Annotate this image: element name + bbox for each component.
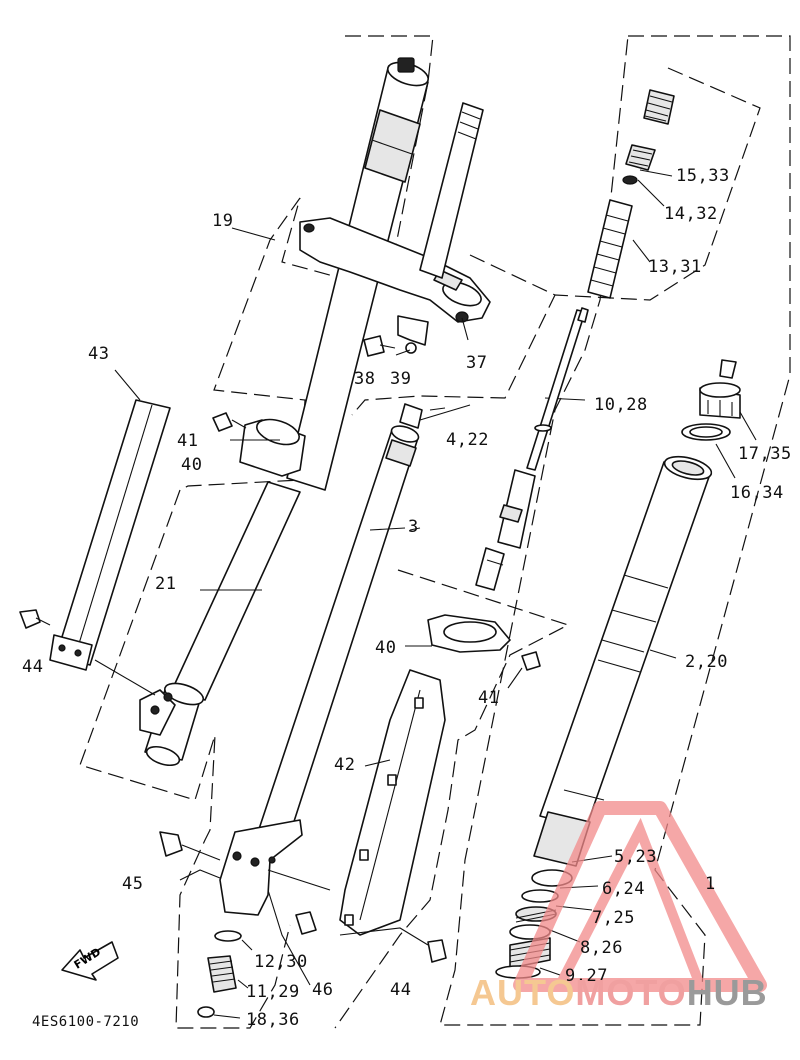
leader-lines-center: [364, 397, 586, 767]
boundary-damper: [554, 67, 761, 301]
callout-6-24: 6,24: [602, 879, 645, 899]
callout-44-right: 44: [390, 980, 412, 1000]
fork-guard-left: [19, 399, 171, 671]
pinch-bolt-group: [363, 315, 429, 357]
callout-1: 1: [705, 874, 716, 894]
callout-21: 21: [155, 574, 177, 594]
watermark-hub: HUB: [686, 972, 768, 1013]
callout-5-23: 5,23: [614, 847, 657, 867]
steering-stem: [419, 102, 484, 279]
callout-37: 37: [466, 353, 488, 373]
callout-40-left: 40: [181, 455, 203, 475]
callout-9-27: 9,27: [565, 966, 608, 986]
center-clamp: [405, 614, 541, 689]
callout-42: 42: [334, 755, 356, 775]
leader-lines-left: [94, 227, 469, 881]
callout-41-center: 41: [478, 688, 500, 708]
callout-4-22: 4,22: [446, 430, 489, 450]
damper-rod: [475, 307, 589, 591]
callout-44-left: 44: [22, 657, 44, 677]
callout-11-29: 11,29: [246, 982, 300, 1002]
watermark-text: AUTOMOTOHUB: [470, 972, 768, 1014]
callout-38: 38: [354, 369, 376, 389]
callout-7-25: 7,25: [592, 908, 635, 928]
callout-19: 19: [212, 211, 234, 231]
callout-3: 3: [408, 517, 419, 537]
inner-tube-upper: [286, 57, 430, 491]
callout-15-33: 15,33: [676, 166, 730, 186]
callout-39: 39: [390, 369, 412, 389]
callout-8-26: 8,26: [580, 938, 623, 958]
callout-16-34: 16,34: [730, 483, 784, 503]
fwd-arrow: [61, 941, 119, 981]
callout-18-36: 18,36: [246, 1010, 300, 1030]
watermark-moto: MOTO: [575, 972, 687, 1013]
boundary-clamp: [351, 254, 556, 416]
watermark-logo-shape: [513, 801, 767, 992]
callout-43: 43: [88, 344, 110, 364]
callout-40-center: 40: [375, 638, 397, 658]
callout-45: 45: [122, 874, 144, 894]
inner-tube-lower: [139, 481, 301, 767]
callout-46: 46: [312, 980, 334, 1000]
callout-2-20: 2,20: [685, 652, 728, 672]
callout-14-32: 14,32: [664, 204, 718, 224]
boundary-outer-tube: [439, 35, 791, 1026]
damper-spring-group: [587, 89, 675, 299]
watermark-auto: AUTO: [470, 972, 576, 1013]
drain-parts-left: [197, 930, 253, 1019]
lower-bracket-left: [212, 412, 306, 477]
boundary-guard: [334, 569, 570, 1029]
callout-10-28: 10,28: [594, 395, 648, 415]
callout-12-30: 12,30: [254, 952, 308, 972]
fork-cap-group: [681, 359, 757, 479]
callout-17-35: 17,35: [738, 444, 792, 464]
callout-13-31: 13,31: [648, 257, 702, 277]
boundary-upper-tube: [179, 35, 434, 491]
callout-41-left: 41: [177, 431, 199, 451]
drawing-code: 4ES6100-7210: [32, 1014, 140, 1030]
boundary-lower-tube-group: [79, 489, 291, 1029]
fork-guard-center: [295, 669, 447, 963]
axle-bracket-left: [159, 819, 331, 986]
